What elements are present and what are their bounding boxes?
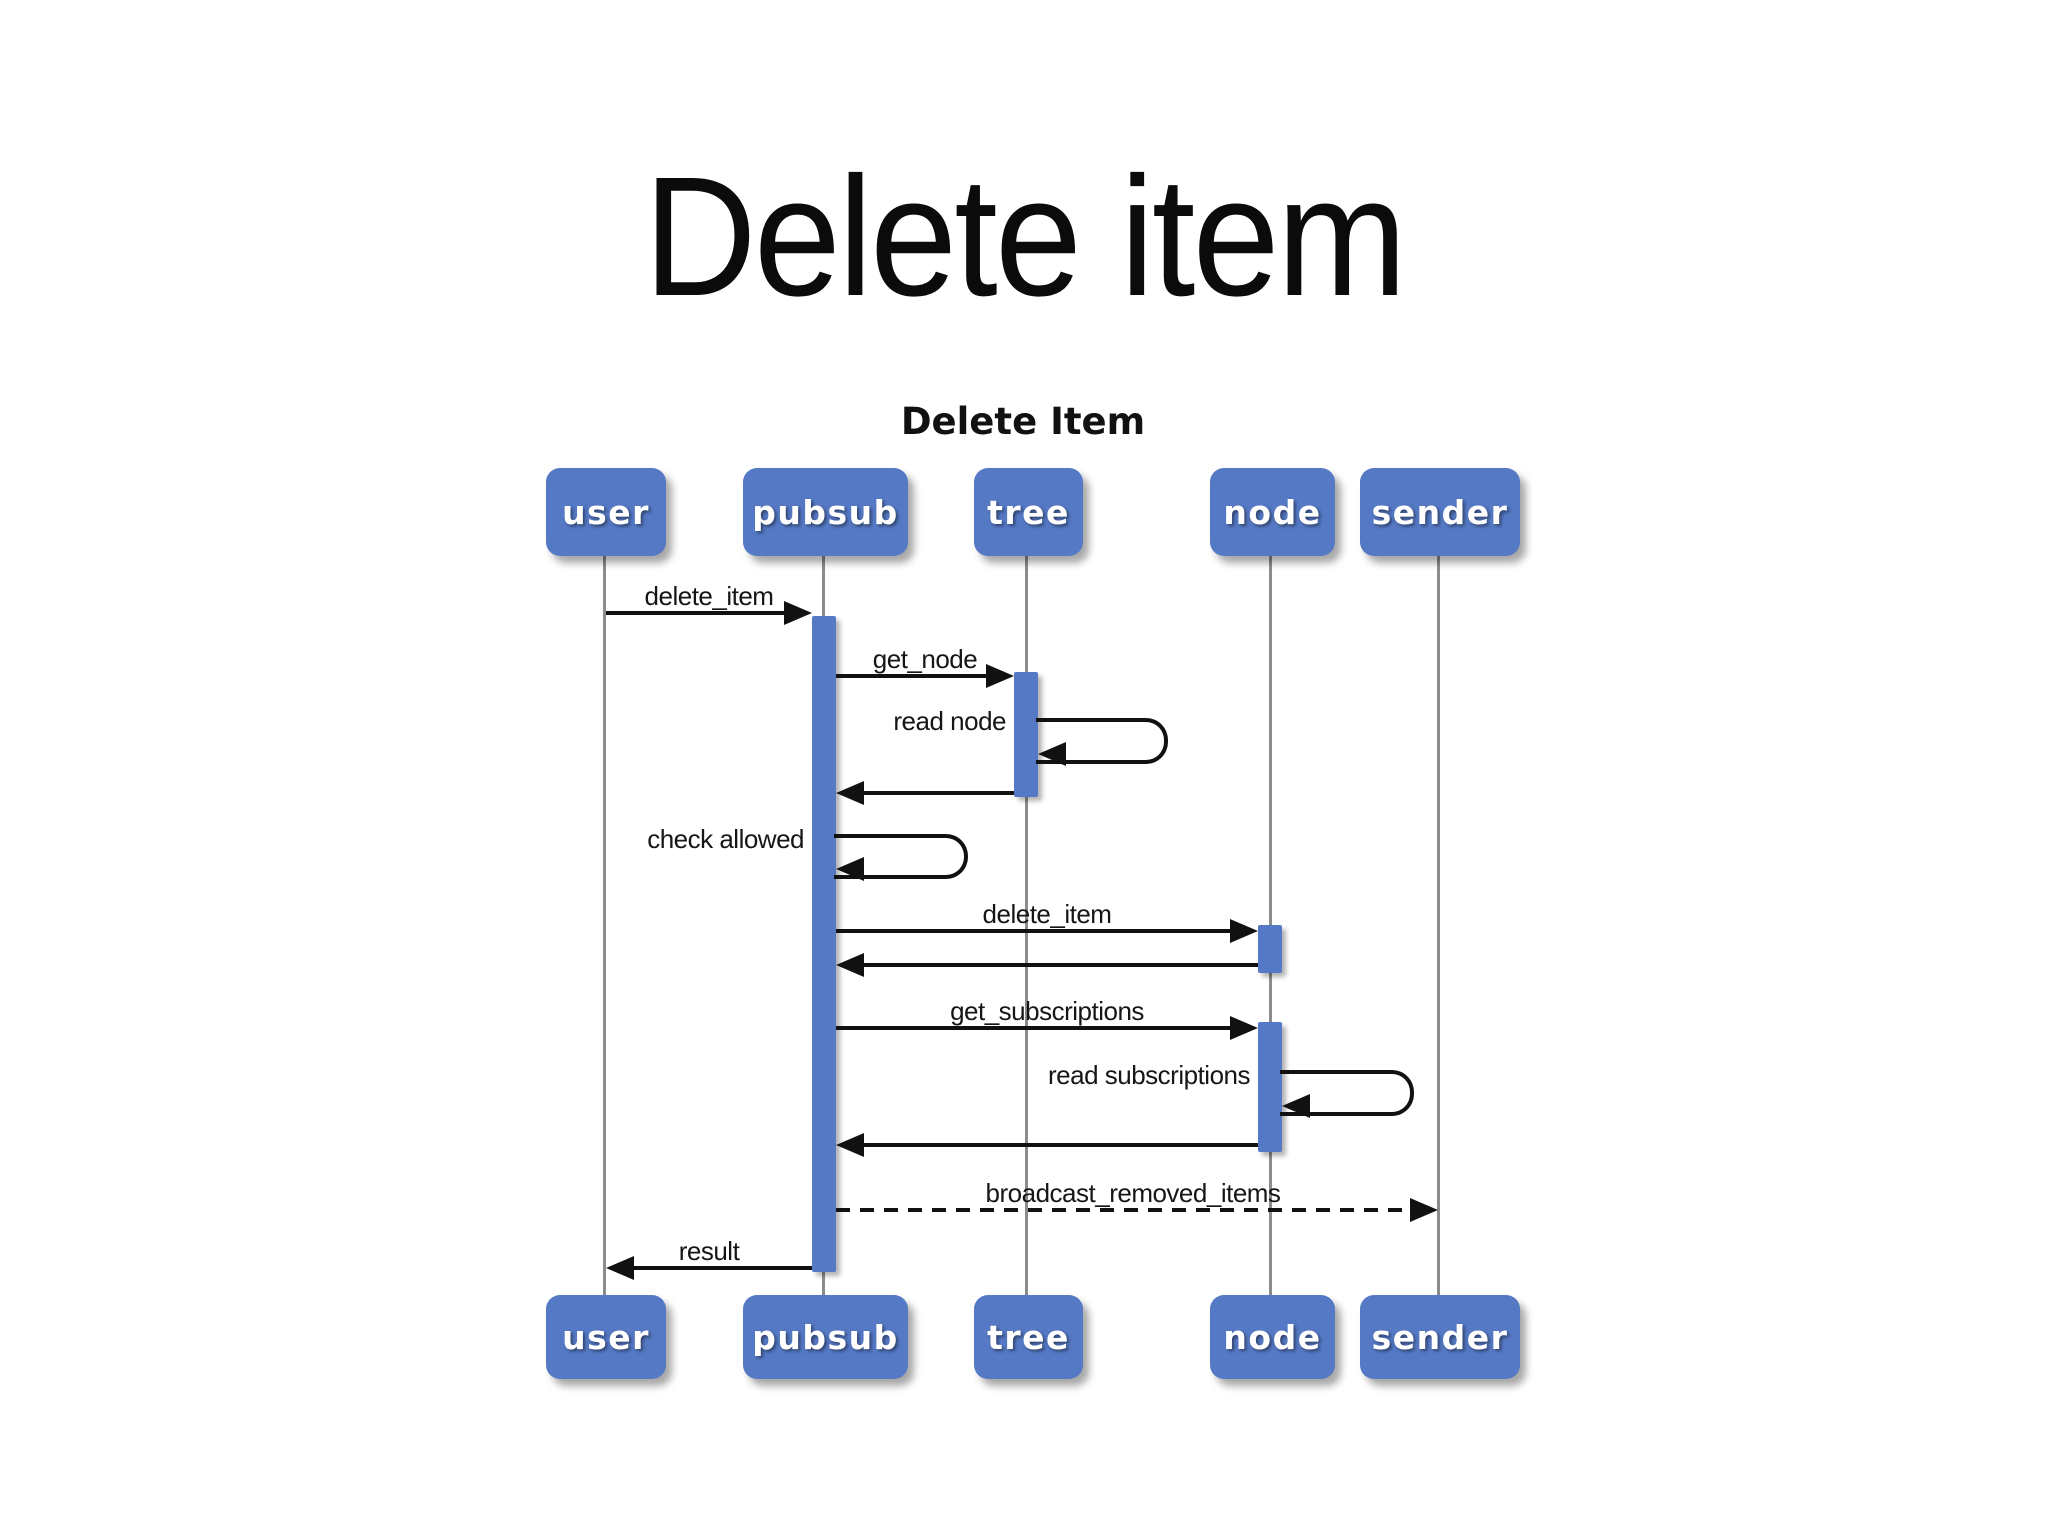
arrowhead-right-icon [986, 664, 1014, 688]
actor-pubsub-bottom: pubsub [743, 1295, 908, 1379]
diagram-title: Delete Item [900, 400, 1146, 443]
actor-node-bottom: node [1210, 1295, 1335, 1379]
message-dashed-line-broadcast [836, 1208, 1410, 1212]
actor-node-top: node [1210, 468, 1335, 556]
arrowhead-left-icon [606, 1256, 634, 1280]
actor-tree-top: tree [974, 468, 1083, 556]
actor-pubsub-top-label: pubsub [752, 492, 899, 532]
message-line-delete-item-2 [836, 929, 1230, 933]
arrowhead-right-icon [784, 601, 812, 625]
slide-title: Delete item [643, 142, 1407, 332]
actor-tree-top-label: tree [987, 492, 1070, 532]
return-line-tree-pubsub [864, 791, 1014, 795]
actor-pubsub-top: pubsub [743, 468, 908, 556]
actor-tree-bottom: tree [974, 1295, 1083, 1379]
actor-tree-bottom-label: tree [987, 1317, 1070, 1357]
actor-sender-bottom: sender [1360, 1295, 1520, 1379]
actor-user-top-label: user [562, 492, 650, 532]
arrowhead-right-icon [1410, 1198, 1438, 1222]
actor-node-bottom-label: node [1223, 1317, 1322, 1357]
arrowhead-left-icon [1038, 742, 1066, 766]
message-label-delete-item-1: delete_item [644, 581, 774, 611]
message-label-broadcast-removed-items: broadcast_removed_items [985, 1178, 1281, 1208]
message-line-delete-item-1 [606, 611, 786, 615]
message-label-delete-item-2: delete_item [982, 899, 1112, 929]
arrowhead-left-icon [836, 781, 864, 805]
self-loop-read-subscriptions [1280, 1070, 1414, 1116]
actor-pubsub-bottom-label: pubsub [752, 1317, 899, 1357]
actor-sender-top-label: sender [1371, 492, 1509, 532]
actor-node-top-label: node [1223, 492, 1322, 532]
return-line-node-pubsub-2 [864, 1143, 1258, 1147]
activation-tree [1014, 672, 1038, 797]
arrowhead-right-icon [1230, 919, 1258, 943]
self-loop-check-allowed [834, 834, 968, 879]
return-line-node-pubsub-1 [864, 963, 1258, 967]
actor-user-bottom-label: user [562, 1317, 650, 1357]
lifeline-sender [1437, 556, 1440, 1295]
arrowhead-left-icon [836, 1133, 864, 1157]
message-label-result: result [678, 1236, 740, 1266]
activation-pubsub [812, 616, 836, 1272]
self-loop-read-node [1036, 718, 1168, 764]
message-label-get-node: get_node [872, 644, 978, 674]
activation-node-2 [1258, 1022, 1282, 1152]
lifeline-user [603, 556, 606, 1295]
arrowhead-left-icon [1282, 1094, 1310, 1118]
message-label-get-subscriptions: get_subscriptions [950, 996, 1144, 1026]
lifeline-tree [1025, 556, 1028, 1295]
message-label-read-subscriptions: read subscriptions [1048, 1060, 1251, 1090]
activation-node-1 [1258, 925, 1282, 973]
actor-user-top: user [546, 468, 666, 556]
arrowhead-left-icon [836, 953, 864, 977]
actor-user-bottom: user [546, 1295, 666, 1379]
actor-sender-top: sender [1360, 468, 1520, 556]
actor-sender-bottom-label: sender [1371, 1317, 1509, 1357]
arrowhead-right-icon [1230, 1016, 1258, 1040]
message-line-get-node [836, 674, 986, 678]
message-label-check-allowed: check allowed [647, 824, 804, 854]
arrowhead-left-icon [836, 857, 864, 881]
return-line-result [634, 1266, 812, 1270]
message-label-read-node: read node [893, 706, 1006, 736]
message-line-get-subscriptions [836, 1026, 1230, 1030]
